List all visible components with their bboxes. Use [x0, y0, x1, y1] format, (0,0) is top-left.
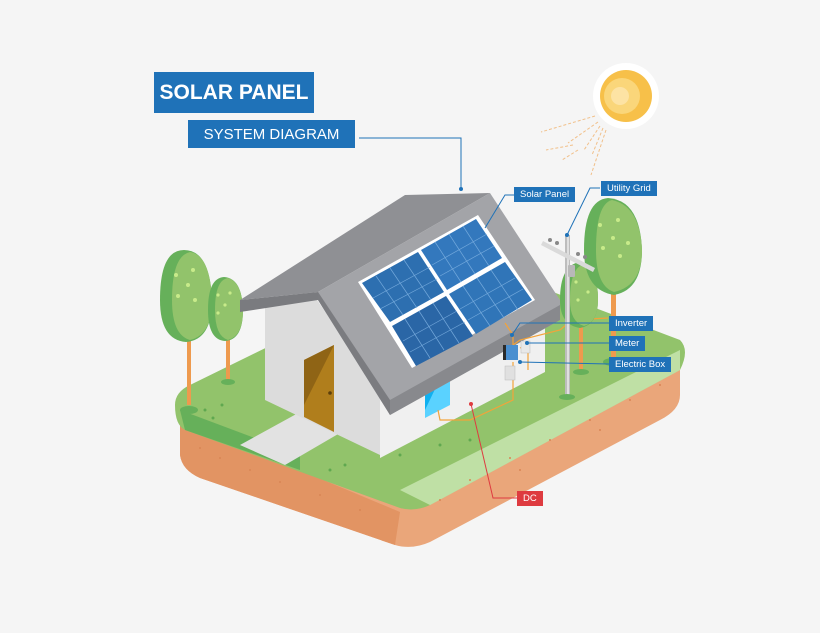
inverter-label: Inverter — [609, 316, 654, 331]
electric-box-label: Electric Box — [609, 357, 672, 372]
tree-icon — [160, 250, 212, 414]
soil-dots — [199, 384, 661, 511]
electric-box-icon — [504, 365, 516, 381]
diagram-title: SOLAR PANEL — [154, 72, 314, 113]
utility-pole-icon — [541, 235, 595, 400]
inverter-icon — [503, 345, 518, 360]
tree-icon — [208, 277, 243, 385]
tree-icon — [584, 198, 642, 366]
sun-icon — [540, 63, 659, 176]
diagram-subtitle: SYSTEM DIAGRAM — [188, 120, 355, 148]
utility-grid-label: Utility Grid — [601, 181, 657, 196]
dc-line — [470, 403, 517, 499]
house-icon — [240, 193, 560, 458]
meter-label: Meter — [609, 336, 646, 351]
callout-lines — [359, 137, 610, 365]
meter-icon — [520, 340, 531, 354]
solar-panel-icon — [358, 215, 535, 368]
dc-label: DC — [517, 491, 543, 506]
solar-panel-label: Solar Panel — [514, 187, 576, 202]
